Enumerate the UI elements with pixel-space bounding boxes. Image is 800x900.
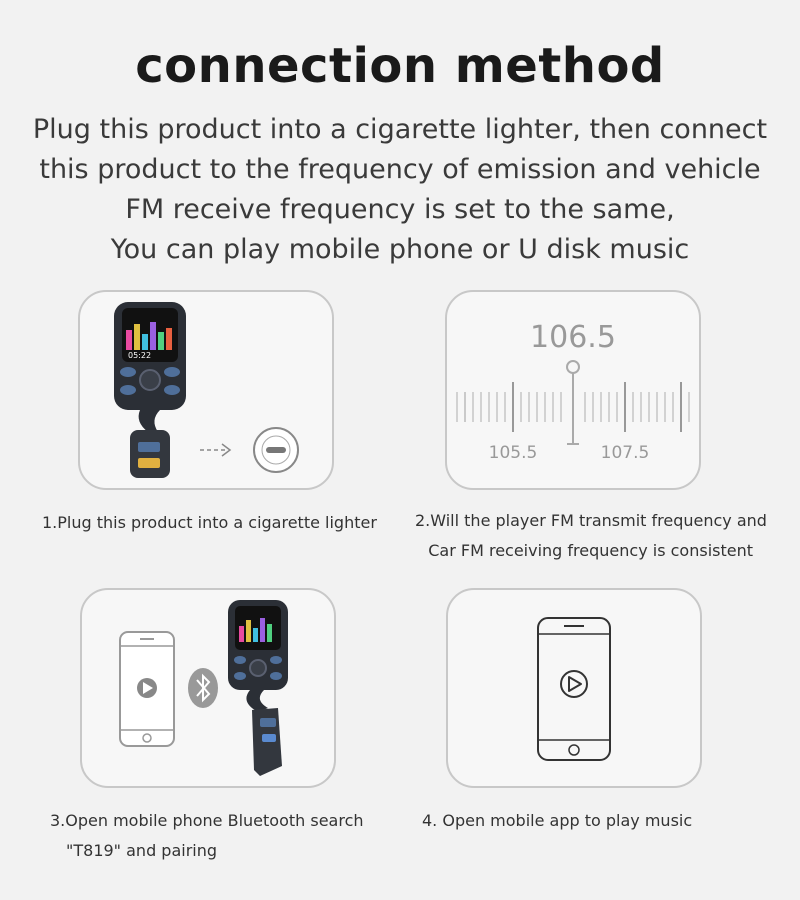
- page-title: connection method: [135, 38, 665, 94]
- step4-illustration: [537, 617, 611, 761]
- fm-transmitter-device-icon: [228, 600, 288, 776]
- device-clock: 05:22: [128, 351, 151, 360]
- step3-card: [80, 588, 336, 788]
- intro-line: You can play mobile phone or U disk musi…: [110, 234, 690, 265]
- step1-illustration: 05:22: [114, 302, 299, 478]
- step3-caption-line1: 3.Open mobile phone Bluetooth search: [50, 811, 364, 830]
- step3-illustration: [119, 600, 288, 776]
- step3-caption: 3.Open mobile phone Bluetooth search "T8…: [50, 806, 364, 866]
- scale-label-left: 105.5: [489, 443, 538, 463]
- step2-caption-line2: Car FM receiving frequency is consistent: [428, 541, 753, 560]
- phone-play-icon: [537, 617, 611, 761]
- step4-card: [446, 588, 702, 788]
- phone-play-icon: [119, 631, 175, 747]
- frequency-dial: 106.5: [456, 320, 690, 463]
- bluetooth-icon: [188, 668, 218, 708]
- step1-caption: 1.Plug this product into a cigarette lig…: [42, 513, 377, 532]
- step1-card: 05:22: [78, 290, 334, 490]
- step3-caption-line2: "T819" and pairing: [66, 841, 218, 860]
- scale-label-right: 107.5: [601, 443, 650, 463]
- frequency-readout: 106.5: [530, 320, 616, 355]
- intro-line: FM receive frequency is set to the same,: [125, 194, 675, 225]
- arrow-icon: [200, 443, 232, 457]
- intro-line: Plug this product into a cigarette light…: [32, 114, 768, 145]
- step2-card: 106.5: [445, 290, 701, 490]
- cigarette-lighter-socket-icon: [253, 427, 299, 473]
- frequency-scale: [456, 382, 690, 432]
- intro-line: this product to the frequency of emissio…: [39, 154, 761, 185]
- step2-caption: 2.Will the player FM transmit frequency …: [415, 506, 767, 566]
- step4-caption: 4. Open mobile app to play music: [422, 811, 693, 830]
- intro-text: Plug this product into a cigarette light…: [0, 110, 800, 270]
- tuner-knob-icon: [566, 360, 580, 374]
- step2-caption-line1: 2.Will the player FM transmit frequency …: [415, 511, 767, 530]
- fm-transmitter-device-icon: 05:22: [114, 302, 186, 478]
